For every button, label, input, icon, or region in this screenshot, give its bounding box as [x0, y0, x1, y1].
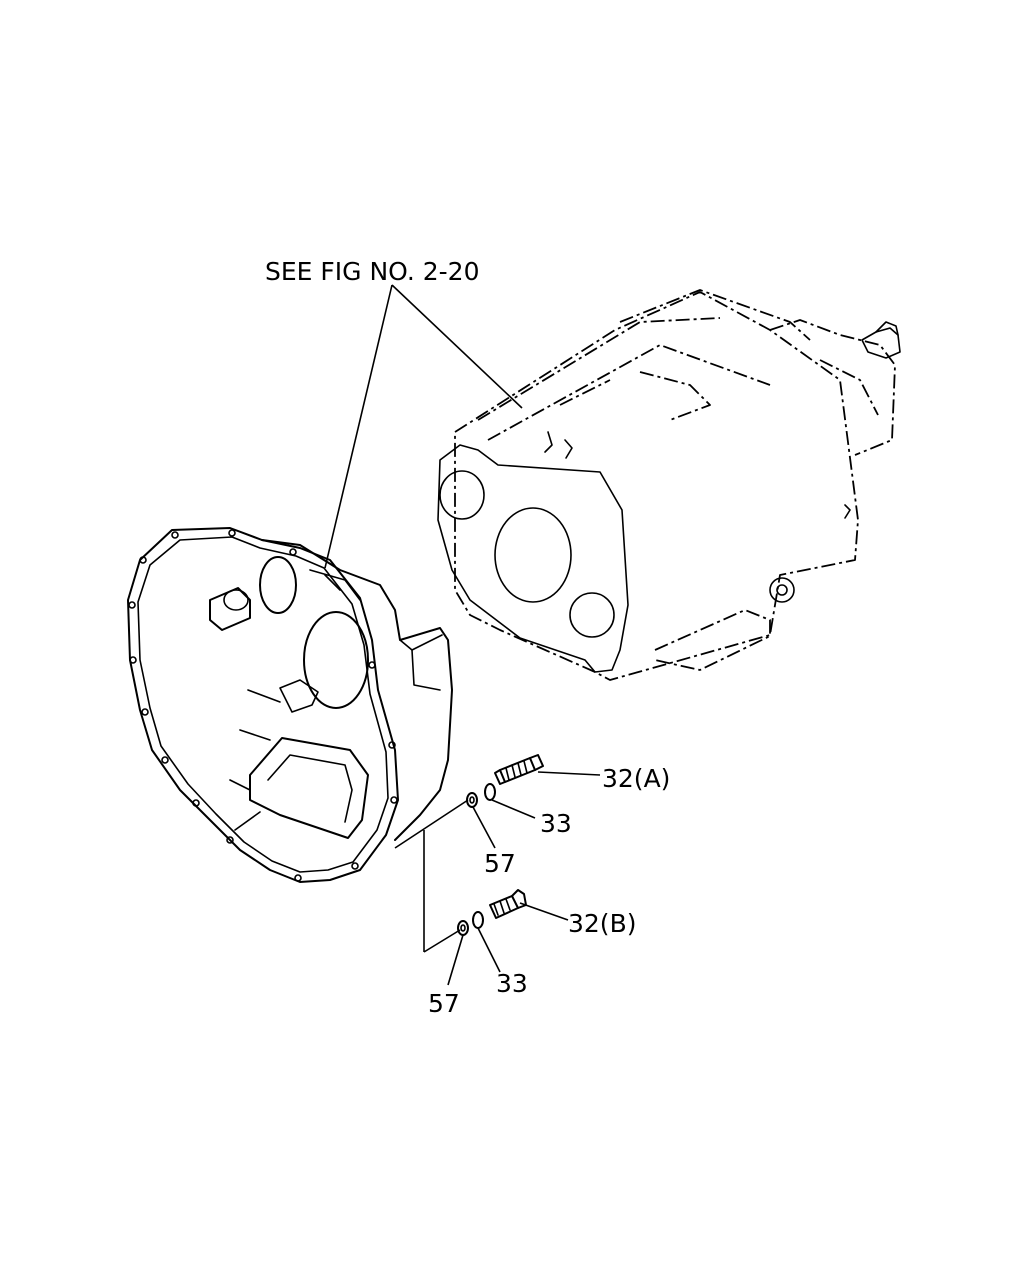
callout-washer-a: 33 — [540, 809, 572, 838]
callout-ring-b: 57 — [428, 989, 460, 1018]
ring-a-icon — [466, 792, 478, 808]
flange-bolt-holes — [128, 529, 398, 882]
callout-ring-a: 57 — [484, 849, 516, 878]
washer-b-icon — [472, 911, 484, 929]
figure-reference-label: SEE FIG NO. 2-20 — [265, 257, 479, 286]
reference-leaders — [324, 284, 523, 569]
washer-a-icon — [484, 783, 496, 801]
clutch-housing — [127, 527, 453, 883]
callout-bolt-b: 32(B) — [568, 909, 636, 938]
callout-leaders — [447, 771, 601, 986]
bolt-b-icon — [489, 889, 527, 919]
bolt-a-icon — [494, 754, 544, 785]
callout-bolt-a: 32(A) — [602, 764, 670, 793]
callout-washer-b: 33 — [496, 969, 528, 998]
transmission-case — [437, 289, 901, 681]
assembly-bracket-lines — [394, 799, 469, 953]
ring-b-icon — [457, 920, 469, 936]
